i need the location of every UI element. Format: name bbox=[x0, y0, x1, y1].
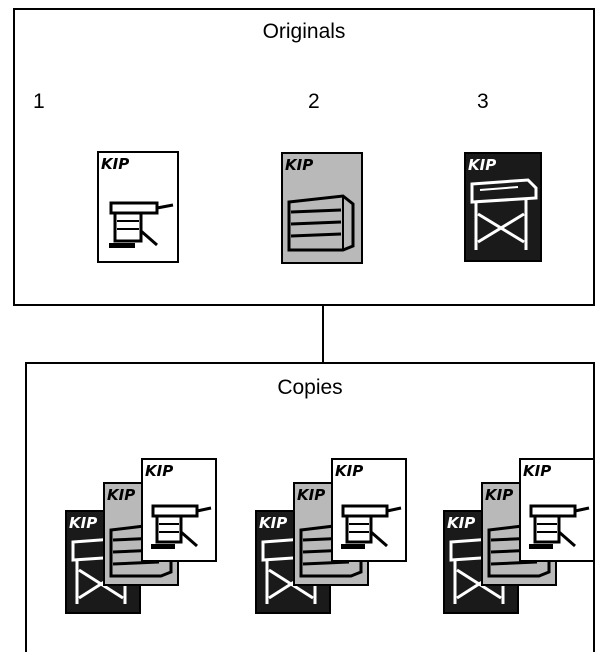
original-document-2: KIP bbox=[281, 152, 363, 264]
copy-set-1: KIP KIP KIP bbox=[65, 458, 217, 628]
kip-logo: KIP bbox=[145, 462, 173, 480]
kip-logo: KIP bbox=[69, 514, 97, 532]
kip-logo: KIP bbox=[485, 486, 513, 504]
kip-logo: KIP bbox=[335, 462, 363, 480]
kip-logo: KIP bbox=[285, 156, 313, 174]
printer-box-icon: KIP bbox=[285, 156, 355, 252]
original-number-2: 2 bbox=[308, 90, 320, 113]
copies-title: Copies bbox=[277, 376, 343, 399]
original-document-3: KIP bbox=[464, 152, 542, 262]
printer-table-icon: KIP bbox=[145, 462, 212, 549]
kip-logo: KIP bbox=[468, 156, 496, 174]
copy-document-1: KIP bbox=[331, 458, 407, 562]
kip-logo: KIP bbox=[107, 486, 135, 504]
copy-set-2: KIP KIP KIP bbox=[255, 458, 407, 628]
copy-set-3: KIP KIP KIP bbox=[443, 458, 595, 628]
kip-logo: KIP bbox=[259, 514, 287, 532]
originals-title: Originals bbox=[262, 20, 346, 43]
printer-table-icon: KIP bbox=[101, 155, 174, 248]
printer-stand-icon: KIP bbox=[468, 156, 538, 250]
copy-document-1: KIP bbox=[141, 458, 217, 562]
printer-table-icon: KIP bbox=[335, 462, 402, 549]
kip-logo: KIP bbox=[523, 462, 551, 480]
original-number-3: 3 bbox=[477, 90, 489, 113]
copy-document-1: KIP bbox=[519, 458, 595, 562]
kip-logo: KIP bbox=[447, 514, 475, 532]
original-document-1: KIP bbox=[97, 151, 179, 263]
kip-logo: KIP bbox=[101, 155, 129, 173]
original-number-1: 1 bbox=[33, 90, 45, 113]
kip-logo: KIP bbox=[297, 486, 325, 504]
printer-table-icon: KIP bbox=[523, 462, 590, 549]
